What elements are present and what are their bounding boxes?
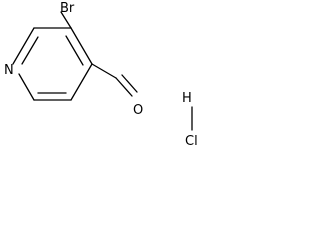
bond-c-o-double	[121, 74, 138, 93]
bond-c3-c4-inner	[65, 35, 84, 66]
bond-c4-c5	[70, 63, 93, 101]
nitrogen-label: N	[4, 63, 14, 78]
bond-c-o	[115, 77, 133, 97]
bond-n-c2-inner	[21, 36, 39, 65]
bromine-label: Br	[60, 1, 75, 16]
chlorine-label: Cl	[185, 134, 198, 149]
pyridine-ring	[12, 27, 93, 101]
bond-c4-cho	[91, 63, 117, 79]
hydrogen-label: H	[182, 91, 192, 106]
bond-c3-br	[60, 11, 72, 29]
aldehyde-group	[91, 63, 138, 97]
oxygen-label: O	[133, 103, 143, 118]
bond-c3-c4	[70, 27, 93, 65]
structure-canvas: Br N O H Cl	[0, 0, 218, 155]
chemical-structure-diagram: Br N O H Cl	[4, 1, 198, 149]
bond-n-c2	[12, 27, 35, 65]
bond-c6-n	[18, 73, 35, 101]
